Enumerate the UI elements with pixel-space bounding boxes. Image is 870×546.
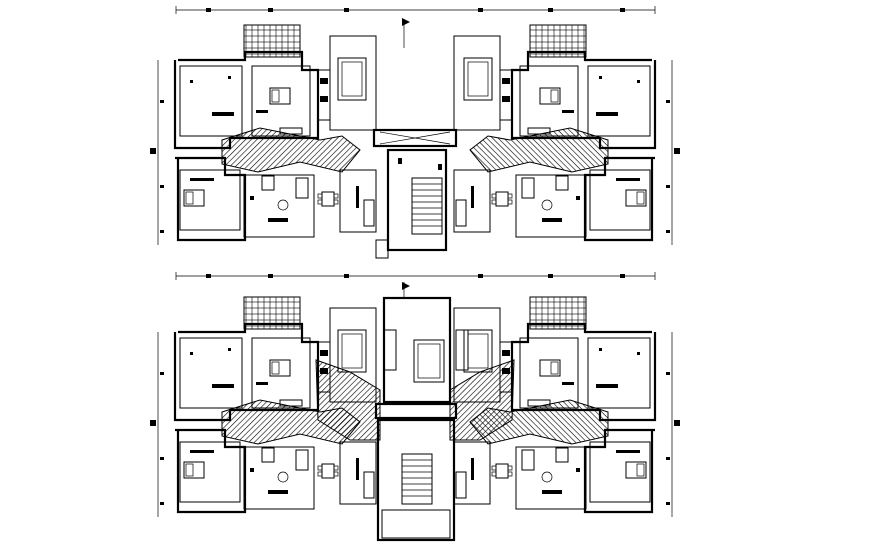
upper-left-unit [148,23,378,247]
lower-stair-core [374,282,458,542]
lower-center-living [315,296,515,441]
lower-floor-plan [148,272,682,542]
upper-floor-plan [148,6,682,259]
upper-right-unit [452,23,682,247]
upper-stair-core [372,18,458,259]
